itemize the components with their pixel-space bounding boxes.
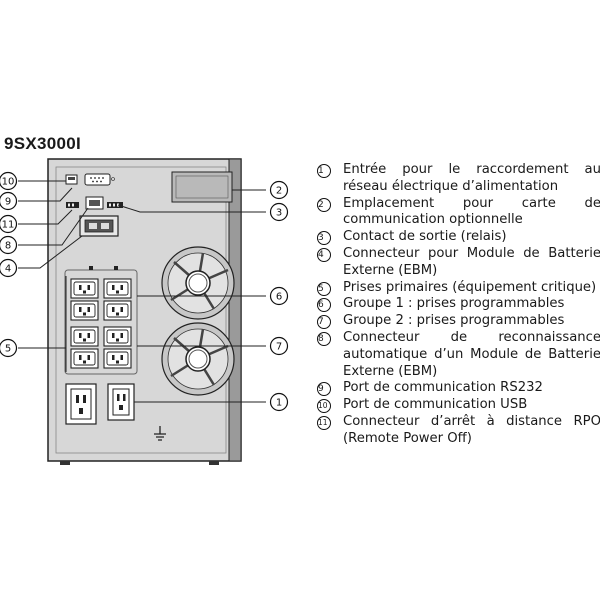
cooling-fan-bottom [161, 322, 235, 396]
svg-text:1: 1 [276, 398, 282, 409]
legend-number-badge: 4 [317, 247, 331, 262]
legend-text: Emplacement pour carte de communication … [343, 195, 600, 228]
svg-text:7: 7 [276, 342, 282, 353]
legend-text: Entrée pour le raccordement au réseau él… [343, 162, 600, 194]
legend-item: 6 Groupe 1 : prises programmables [315, 296, 600, 313]
legend-text: Groupe 1 : prises programmables [343, 296, 565, 312]
power-input-inlet [107, 383, 135, 421]
legend-number-badge: 1 [317, 164, 331, 178]
option-card-slot [171, 171, 233, 203]
svg-text:8: 8 [5, 241, 11, 252]
programmable-outlet [70, 348, 99, 369]
legend-number-badge: 3 [317, 231, 331, 246]
cooling-fan-top [161, 246, 235, 320]
callout-9: 9 [0, 191, 18, 211]
legend-item: 9 Port de communication RS232 [315, 380, 600, 397]
legend-item: 5 Prises primaires (équipement critique) [315, 280, 600, 297]
svg-text:4: 4 [5, 264, 11, 275]
callout-1: 1 [269, 392, 289, 412]
legend-item: 7 Groupe 2 : prises programmables [315, 313, 600, 330]
legend-number-badge: 9 [317, 382, 331, 397]
ebm-detect-connector [85, 196, 104, 210]
callout-4: 4 [0, 258, 18, 278]
programmable-outlet [103, 326, 132, 347]
legend-item: 11 Connecteur d’arrêt à distance RPO (Rem… [315, 414, 600, 448]
programmable-outlet [70, 278, 99, 299]
outlet-group-frame [64, 266, 138, 375]
outlets [70, 278, 132, 369]
callout-7: 7 [269, 336, 289, 356]
callout-3: 3 [269, 202, 289, 222]
svg-text:3: 3 [276, 208, 282, 219]
programmable-outlet [103, 300, 132, 321]
legend-item: 4 Connecteur pour Module de Batterie Exte… [315, 246, 600, 280]
programmable-outlet [103, 348, 132, 369]
programmable-outlet [70, 300, 99, 321]
legend-number-badge: 2 [317, 197, 331, 212]
legend-item: 2 Emplacement pour carte de communication… [315, 196, 600, 230]
legend-number-badge: 5 [317, 281, 331, 296]
legend-text: Groupe 2 : prises programmables [343, 313, 565, 329]
primary-outlet [65, 383, 97, 425]
programmable-outlet [103, 278, 132, 299]
legend-number-badge: 11 [317, 415, 331, 430]
callout-11: 11 [0, 214, 18, 234]
leader-lines [18, 180, 266, 403]
legend-text: Prises primaires (équipement critique) [343, 279, 597, 295]
legend-number-badge: 8 [317, 331, 331, 346]
usb-port [65, 174, 78, 185]
legend-text: Port de communication USB [343, 397, 528, 413]
legend-number-badge: 6 [317, 298, 331, 313]
legend-item: 3 Contact de sortie (relais) [315, 229, 600, 246]
callout-10: 10 [0, 171, 18, 191]
svg-text:5: 5 [5, 344, 11, 355]
svg-text:10: 10 [2, 177, 15, 188]
rpo-connector [66, 202, 79, 208]
svg-text:11: 11 [2, 220, 15, 231]
callout-2: 2 [269, 180, 289, 200]
programmable-outlet [70, 326, 99, 347]
legend-item: 8 Connecteur de reconnaissance automatiqu… [315, 330, 600, 380]
callout-6: 6 [269, 286, 289, 306]
callout-8: 8 [0, 235, 18, 255]
callout-5: 5 [0, 338, 18, 358]
legend-number-badge: 10 [317, 399, 331, 414]
svg-text:2: 2 [276, 186, 282, 197]
rs232-port [84, 173, 115, 186]
legend-item: 1 Entrée pour le raccordement au réseau é… [315, 162, 600, 196]
relay-output-contact [107, 202, 123, 208]
svg-text:6: 6 [276, 292, 282, 303]
legend-list: 1 Entrée pour le raccordement au réseau é… [315, 162, 600, 448]
callouts: 1 2 3 4 5 6 7 8 9 10 11 [0, 171, 289, 412]
ground-icon [154, 426, 166, 441]
legend-text: Port de communication RS232 [343, 380, 543, 396]
ebm-connector [79, 215, 119, 237]
svg-text:9: 9 [5, 197, 11, 208]
legend-text: Connecteur d’arrêt à distance RPO (Remot… [343, 413, 600, 446]
legend-item: 10 Port de communication USB [315, 397, 600, 414]
model-title: 9SX3000I [4, 134, 82, 153]
legend-text: Contact de sortie (relais) [343, 229, 507, 245]
legend-text: Connecteur pour Module de Batterie Exter… [343, 245, 600, 278]
legend-text: Connecteur de reconnaissance automatique… [343, 329, 600, 379]
legend-number-badge: 7 [317, 315, 331, 330]
